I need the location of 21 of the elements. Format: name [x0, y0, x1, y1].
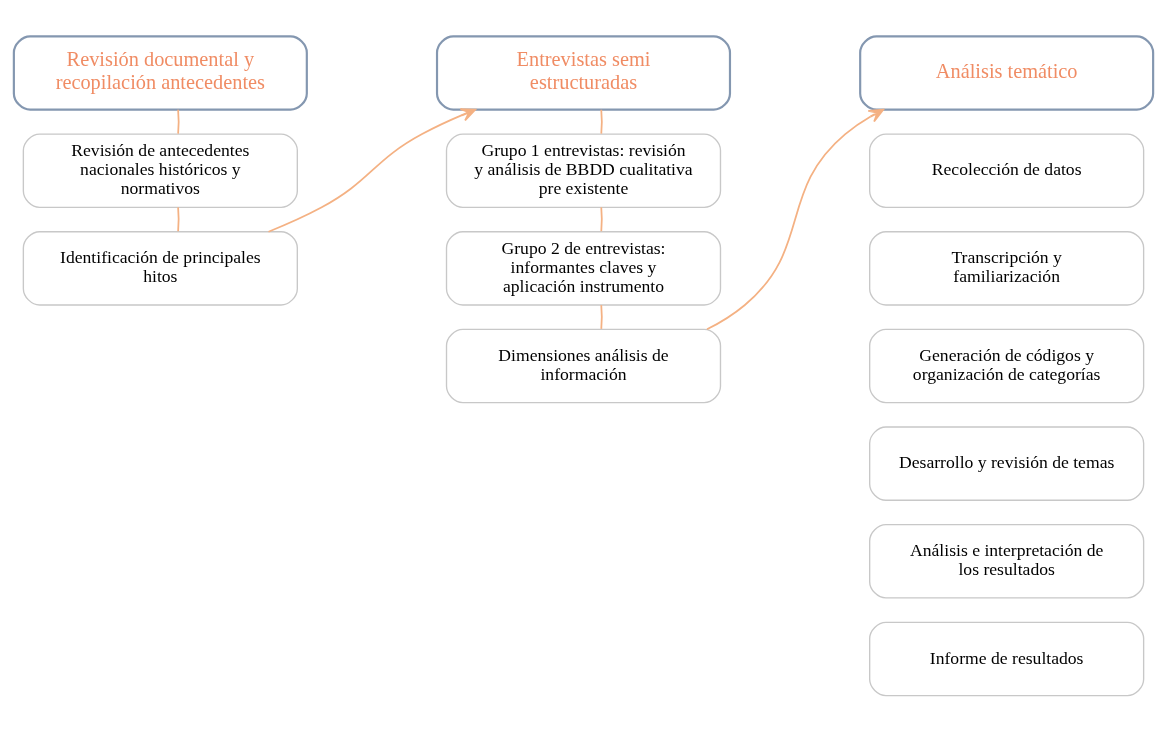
node-box: Análisis e interpretación de los resultados — [869, 524, 1145, 599]
node-box: Entrevistas semi estructuradas — [435, 35, 732, 111]
node-box: Desarrollo y revisión de temas — [869, 426, 1145, 501]
node-box: Grupo 2 de entrevistas: informantes claves y aplicación instrumento — [445, 231, 722, 306]
node-box: Transcripción y familiarización — [869, 231, 1145, 306]
node-box: Identificación de principales hitos — [22, 231, 298, 306]
connector — [600, 304, 603, 330]
connector — [600, 206, 603, 233]
node-box: Informe de resultados — [869, 621, 1145, 697]
node-box: Análisis temático — [859, 35, 1155, 111]
connector — [177, 108, 180, 135]
arrow — [706, 108, 885, 331]
node-box: Dimensiones análisis de información — [445, 328, 722, 404]
node-box: Revisión documental y recopilación antecedentes — [12, 35, 308, 111]
node-box: Revisión de antecedentes nacionales históricos y normativos — [22, 133, 298, 208]
connector — [600, 108, 603, 135]
node-box: Recolección de datos — [869, 133, 1145, 208]
connector — [177, 206, 180, 233]
arrow — [267, 108, 477, 233]
node-box: Generación de códigos y organización de categorías — [869, 328, 1145, 404]
node-box: Grupo 1 entrevistas: revisión y análisis de BBDD cualitativa pre existente — [445, 133, 722, 208]
